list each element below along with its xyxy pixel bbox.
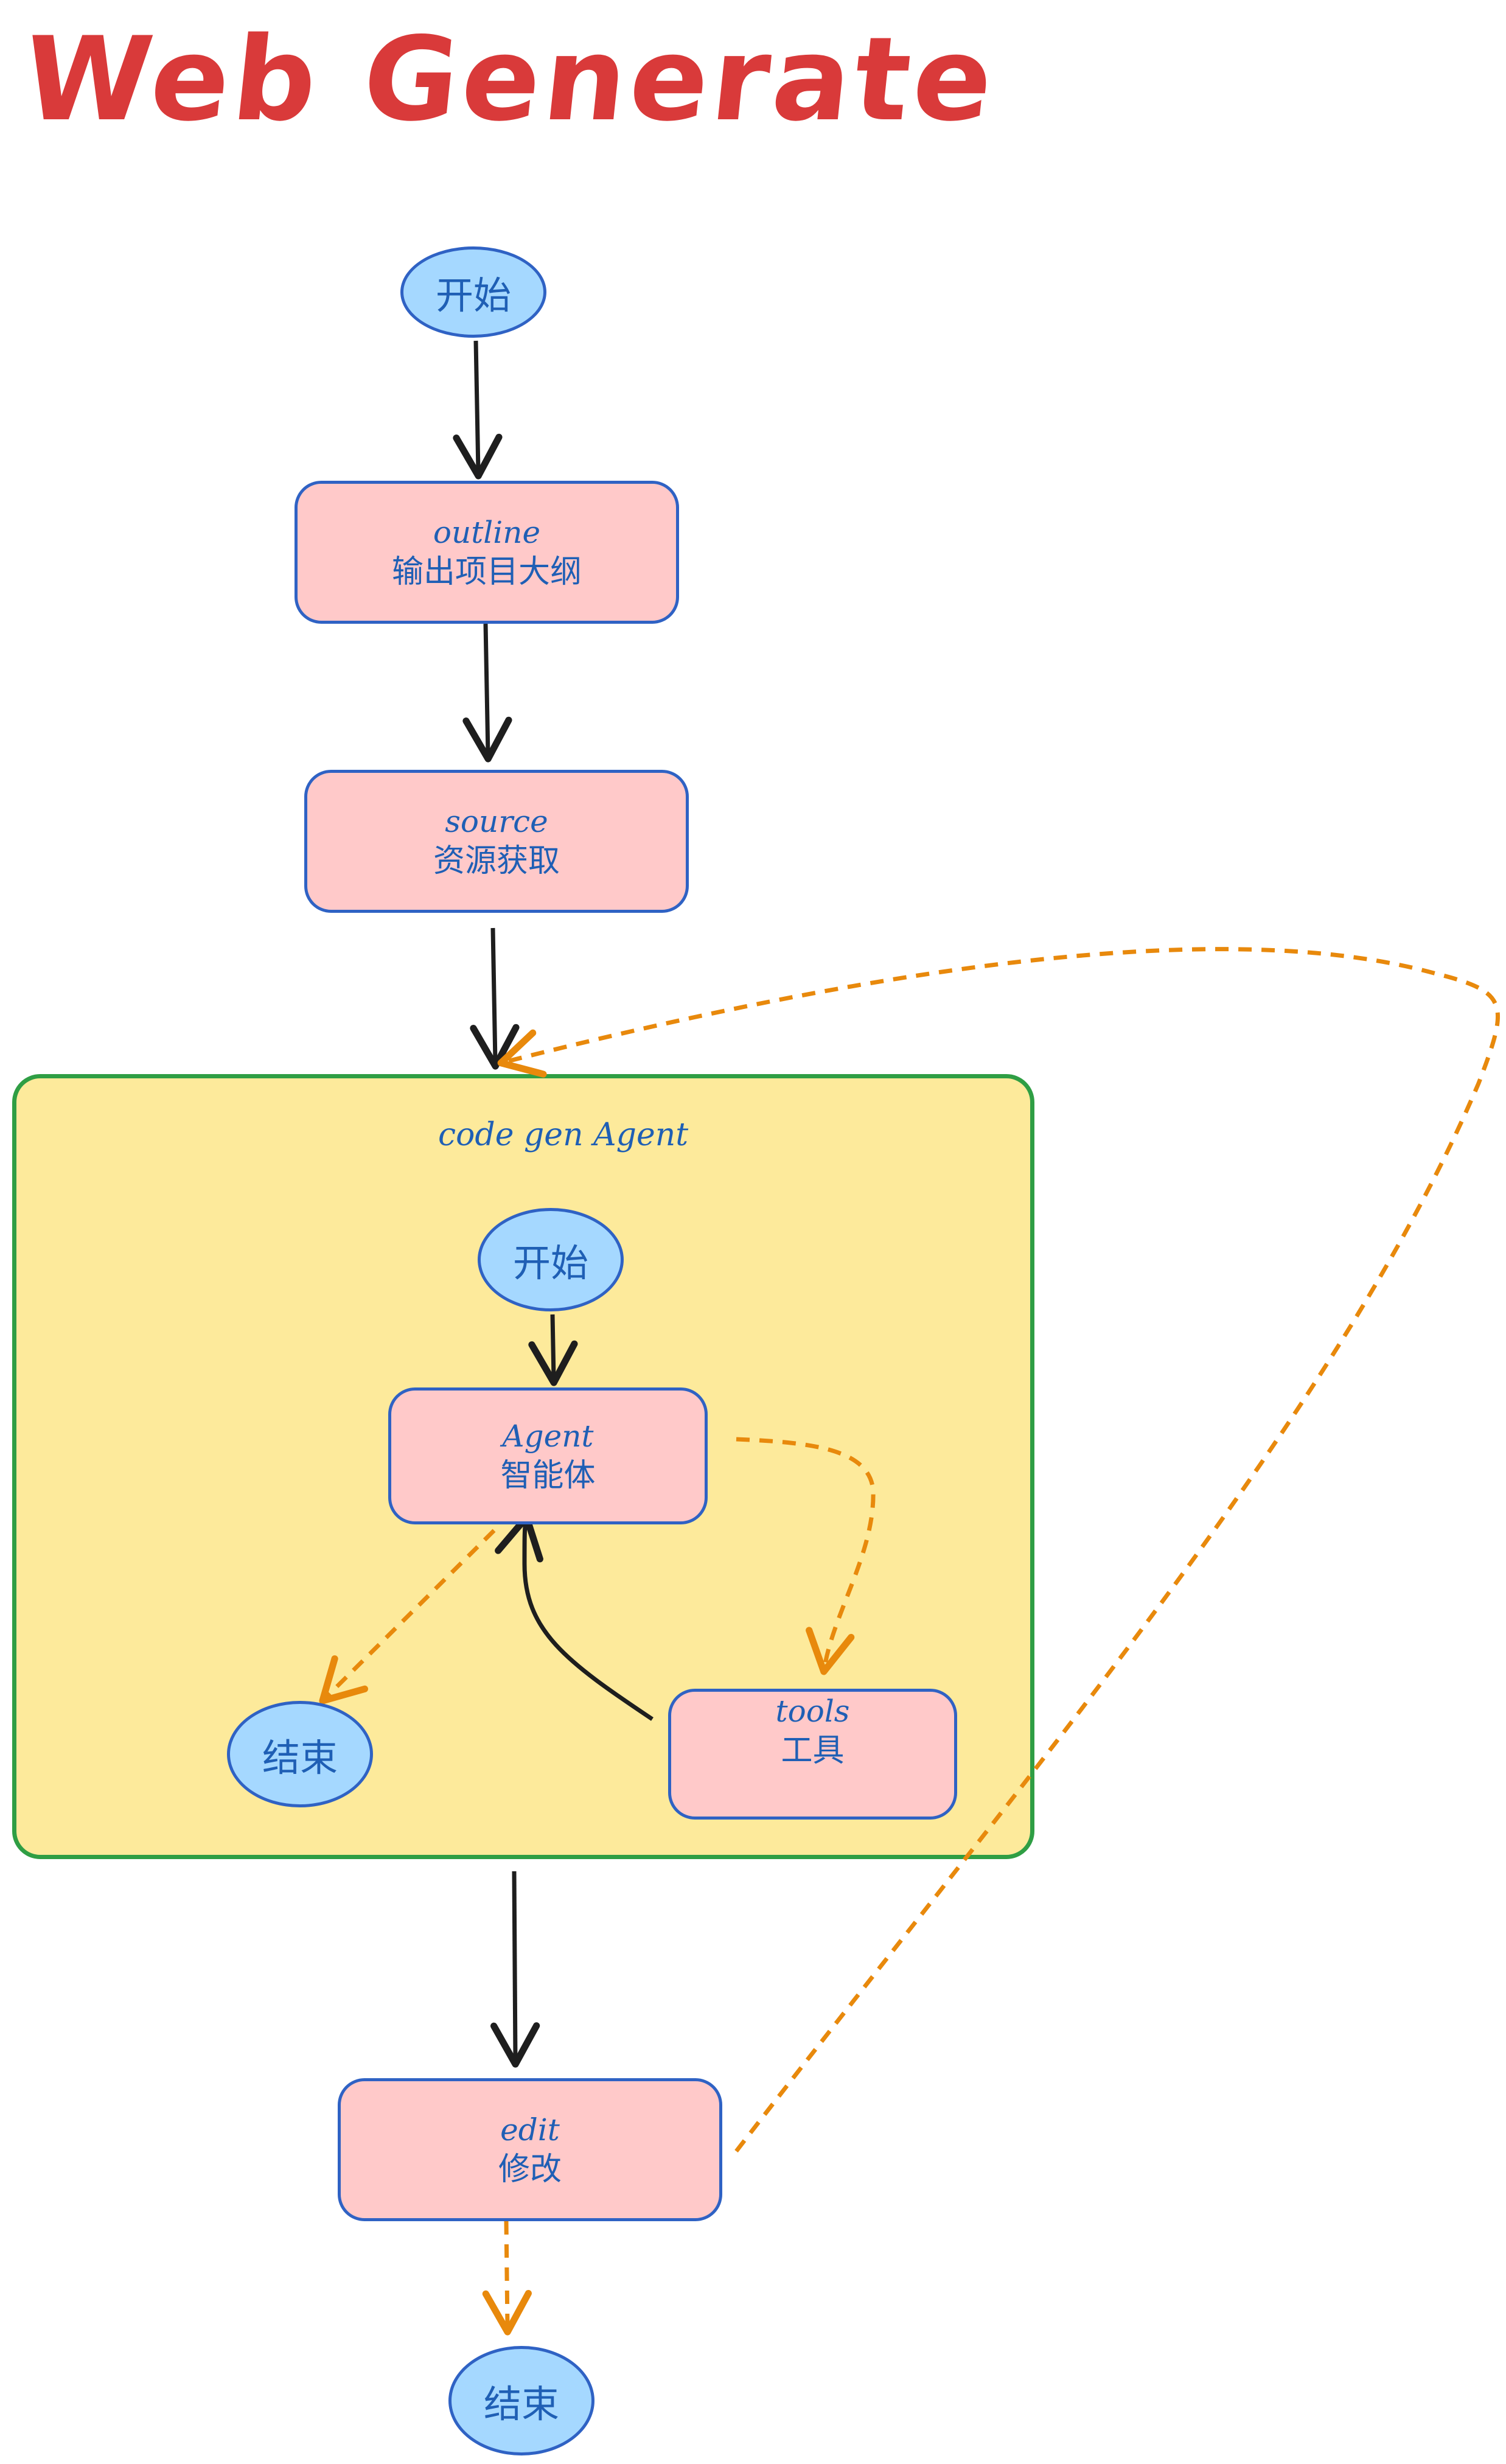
arrow-group-to-edit <box>490 1871 540 2068</box>
tools-node-zh: 工具 <box>781 1733 845 1769</box>
outline-node-zh: 输出项目大纲 <box>391 553 582 590</box>
end-node-bottom-label: 结束 <box>483 2382 559 2426</box>
end-node-inner-label: 结束 <box>262 1735 338 1780</box>
source-node-zh: 资源获取 <box>433 842 560 879</box>
agent-node-en: Agent <box>502 1418 594 1454</box>
start-node-inner: 开始 <box>478 1208 624 1311</box>
start-node-top: 开始 <box>400 246 546 338</box>
edit-node-en: edit <box>500 2112 560 2148</box>
source-node-en: source <box>445 803 548 839</box>
edit-node: edit 修改 <box>338 2078 722 2221</box>
arrow-source-to-group <box>470 927 520 1070</box>
outline-node: outline 输出项目大纲 <box>295 481 679 624</box>
arrow-outline-to-source <box>462 623 512 763</box>
arrow-agent-to-end <box>319 1529 496 1705</box>
end-node-bottom: 结束 <box>448 2346 594 2455</box>
code-gen-agent-group-label: code gen Agent <box>438 1117 689 1153</box>
end-node-inner: 结束 <box>227 1701 373 1807</box>
arrow-edit-loop-to-group <box>497 947 1500 2153</box>
start-node-top-label: 开始 <box>435 273 511 318</box>
arrow-agent-to-tools <box>736 1437 876 1675</box>
edit-node-zh: 修改 <box>498 2151 562 2188</box>
tools-node-en: tools <box>775 1694 850 1729</box>
outline-node-en: outline <box>433 514 541 550</box>
agent-node-zh: 智能体 <box>500 1457 596 1494</box>
arrow-edit-to-end <box>482 2221 532 2336</box>
tools-node: tools 工具 <box>668 1689 957 1820</box>
agent-node: Agent 智能体 <box>388 1387 708 1524</box>
arrow-tools-to-agent <box>495 1513 654 1721</box>
source-node: source 资源获取 <box>304 770 689 913</box>
arrow-start-to-outline <box>453 340 503 480</box>
start-node-inner-label: 开始 <box>512 1241 588 1285</box>
arrow-inner-start-to-agent <box>528 1314 578 1386</box>
